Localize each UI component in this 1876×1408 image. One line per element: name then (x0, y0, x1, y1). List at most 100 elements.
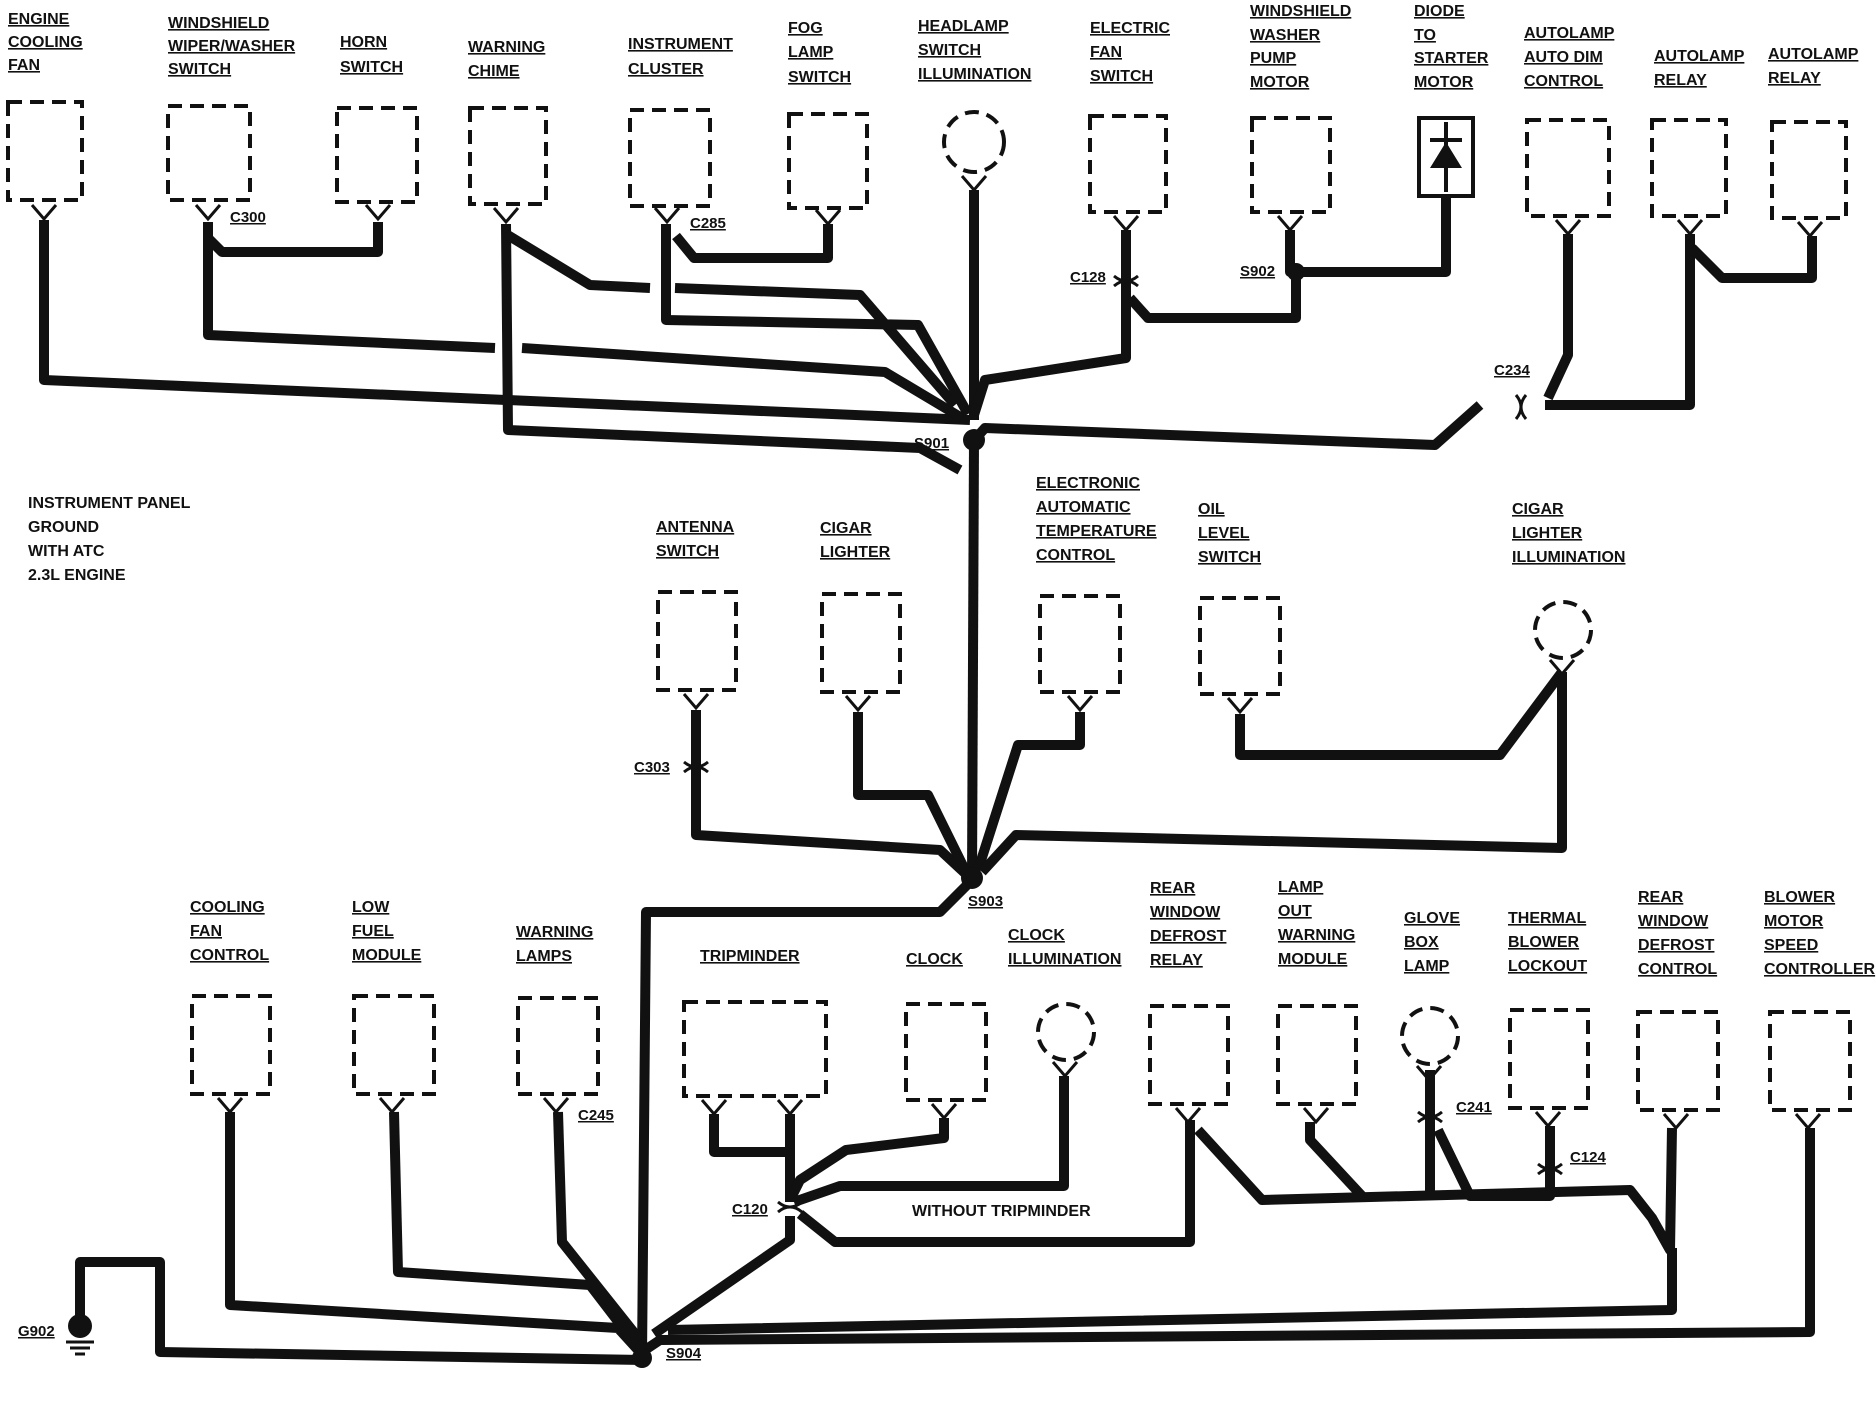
label-headlamp-switch-illumination: HEADLAMP SWITCH ILLUMINATION (918, 18, 1031, 83)
component-rear-window-defrost-relay (1148, 1004, 1230, 1125)
svg-text:SPEED: SPEED (1764, 937, 1818, 954)
svg-text:CIGAR: CIGAR (1512, 501, 1564, 518)
component-clock-illumination (1036, 1002, 1096, 1079)
svg-text:WARNING: WARNING (468, 39, 545, 56)
svg-text:REAR: REAR (1150, 880, 1196, 897)
svg-text:SWITCH: SWITCH (788, 69, 851, 86)
label-c128: C128 (1070, 269, 1106, 286)
svg-text:CLOCK: CLOCK (1008, 927, 1065, 944)
svg-text:AUTOLAMP: AUTOLAMP (1524, 25, 1615, 42)
connector-c124-symbol (1537, 1162, 1563, 1176)
svg-text:WARNING: WARNING (1278, 927, 1355, 944)
svg-text:WASHER: WASHER (1250, 27, 1321, 44)
svg-text:COOLING: COOLING (8, 34, 83, 51)
label-instrument-cluster: INSTRUMENT CLUSTER (628, 36, 733, 78)
label-rear-window-defrost-relay: REAR WINDOW DEFROST RELAY (1150, 880, 1227, 969)
label-blower-motor-speed-controller: BLOWER MOTOR SPEED CONTROLLER (1764, 889, 1876, 978)
svg-text:WARNING: WARNING (516, 924, 593, 941)
svg-text:LAMPS: LAMPS (516, 948, 572, 965)
component-glove-box-lamp (1400, 1006, 1460, 1083)
label-cigar-lighter-illumination: CIGAR LIGHTER ILLUMINATION (1512, 501, 1625, 566)
component-fog-lamp-switch (787, 112, 869, 227)
component-headlamp-switch-illumination (942, 110, 1006, 193)
label-windshield-washer-pump-motor: WINDSHIELD WASHER PUMP MOTOR (1250, 3, 1351, 91)
svg-text:TRIPMINDER: TRIPMINDER (700, 948, 800, 965)
middle-harness-wires (691, 669, 1567, 880)
label-lamp-out-warning-module: LAMP OUT WARNING MODULE (1278, 879, 1355, 968)
label-engine-cooling-fan: ENGINE COOLING FAN (8, 11, 83, 74)
svg-text:REAR: REAR (1638, 889, 1684, 906)
svg-text:FOG: FOG (788, 20, 823, 37)
label-cigar-lighter: CIGAR LIGHTER (820, 520, 891, 561)
label-s903: S903 (968, 893, 1003, 910)
component-lamp-out-warning-module (1276, 1004, 1358, 1125)
svg-text:WINDSHIELD: WINDSHIELD (168, 15, 269, 32)
component-clock (904, 1002, 988, 1121)
label-s901: S901 (914, 435, 949, 452)
label-c300: C300 (230, 209, 266, 226)
svg-text:SWITCH: SWITCH (168, 61, 231, 78)
svg-text:WIPER/WASHER: WIPER/WASHER (168, 38, 296, 55)
component-horn-switch (335, 106, 419, 222)
label-c241: C241 (1456, 1099, 1492, 1116)
svg-text:MOTOR: MOTOR (1414, 74, 1474, 91)
svg-text:THERMAL: THERMAL (1508, 910, 1586, 927)
svg-text:AUTO DIM: AUTO DIM (1524, 49, 1603, 66)
label-autolamp-auto-dim-control: AUTOLAMP AUTO DIM CONTROL (1524, 25, 1615, 90)
svg-text:TEMPERATURE: TEMPERATURE (1036, 523, 1157, 540)
svg-text:SWITCH: SWITCH (1090, 68, 1153, 85)
svg-text:CIGAR: CIGAR (820, 520, 872, 537)
component-low-fuel-module (352, 994, 436, 1115)
component-oil-level-switch (1198, 596, 1282, 715)
trunk-s903-s904 (637, 876, 976, 1359)
label-windshield-wiper-washer-switch: WINDSHIELD WIPER/WASHER SWITCH (168, 15, 296, 78)
svg-text:CLUSTER: CLUSTER (628, 61, 704, 78)
component-electric-fan-switch (1088, 114, 1168, 233)
connector-c303-symbol (683, 760, 709, 774)
label-autolamp-relay-1: AUTOLAMP RELAY (1654, 48, 1745, 89)
svg-text:RELAY: RELAY (1768, 70, 1821, 87)
svg-text:OIL: OIL (1198, 501, 1225, 518)
svg-text:RELAY: RELAY (1150, 952, 1203, 969)
svg-text:DIODE: DIODE (1414, 3, 1465, 20)
component-cooling-fan-control (190, 994, 272, 1115)
label-s902: S902 (1240, 263, 1275, 280)
svg-text:MOTOR: MOTOR (1764, 913, 1824, 930)
svg-text:ILLUMINATION: ILLUMINATION (1512, 549, 1625, 566)
svg-text:RELAY: RELAY (1654, 72, 1707, 89)
component-engine-cooling-fan (6, 100, 84, 222)
label-thermal-blower-lockout: THERMAL BLOWER LOCKOUT (1508, 910, 1587, 975)
component-autolamp-relay-2 (1770, 120, 1848, 239)
label-autolamp-relay-2: AUTOLAMP RELAY (1768, 46, 1859, 87)
svg-text:LAMP: LAMP (1278, 879, 1324, 896)
svg-text:DEFROST: DEFROST (1638, 937, 1715, 954)
svg-text:AUTOLAMP: AUTOLAMP (1654, 48, 1745, 65)
svg-text:ANTENNA: ANTENNA (656, 519, 735, 536)
component-diode-to-starter-motor (1417, 116, 1475, 198)
svg-text:SWITCH: SWITCH (340, 59, 403, 76)
svg-text:CONTROL: CONTROL (1036, 547, 1115, 564)
connector-c120-symbol (777, 1200, 803, 1214)
svg-text:ELECTRIC: ELECTRIC (1090, 20, 1170, 37)
label-oil-level-switch: OIL LEVEL SWITCH (1198, 501, 1261, 566)
label-fog-lamp-switch: FOG LAMP SWITCH (788, 20, 851, 86)
svg-text:MODULE: MODULE (352, 947, 422, 964)
svg-text:LOCKOUT: LOCKOUT (1508, 958, 1587, 975)
title-line-2: GROUND (28, 519, 99, 536)
label-electronic-automatic-temperature-control: ELECTRONIC AUTOMATIC TEMPERATURE CONTROL (1036, 475, 1157, 564)
note-without-tripminder: WITHOUT TRIPMINDER (912, 1203, 1091, 1220)
splice-s904-dot (632, 1348, 652, 1368)
label-tripminder: TRIPMINDER (700, 948, 800, 965)
svg-text:COOLING: COOLING (190, 899, 265, 916)
bottom-harness-wires (75, 1070, 1815, 1365)
svg-text:SWITCH: SWITCH (918, 42, 981, 59)
title-line-1: INSTRUMENT PANEL (28, 495, 191, 512)
svg-text:DEFROST: DEFROST (1150, 928, 1227, 945)
label-c303: C303 (634, 759, 670, 776)
svg-text:WINDOW: WINDOW (1638, 913, 1709, 930)
label-s904: S904 (666, 1345, 702, 1362)
component-windshield-washer-pump-motor (1250, 116, 1332, 233)
svg-text:INSTRUMENT: INSTRUMENT (628, 36, 733, 53)
svg-text:CONTROL: CONTROL (1524, 73, 1603, 90)
label-c234: C234 (1494, 362, 1531, 379)
